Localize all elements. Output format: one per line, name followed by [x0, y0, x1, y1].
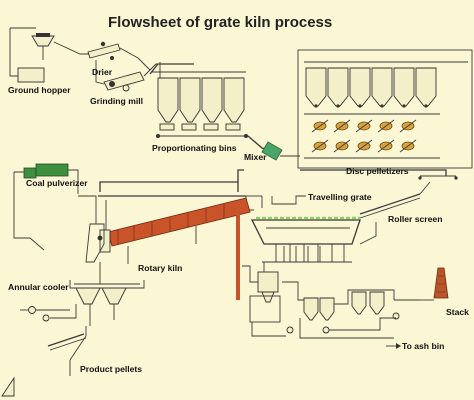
gas-ducting — [98, 169, 306, 230]
label-disc-pelletizers: Disc pelletizers — [346, 166, 409, 176]
pelletizer-bins — [304, 61, 468, 108]
mixer — [247, 135, 300, 161]
coal-pulverizer — [13, 163, 79, 251]
label-coal-pulverizer: Coal pulverizer — [26, 178, 88, 188]
travelling-grate — [250, 216, 361, 263]
label-grinding-mill: Grinding mill — [90, 96, 143, 106]
label-mixer: Mixer — [244, 152, 267, 162]
roller-screen — [359, 181, 431, 245]
pellet-conveyor — [300, 169, 447, 176]
label-drier: Drier — [92, 67, 113, 77]
gas-cleaning-system — [242, 246, 420, 339]
disc-pelletizers — [304, 113, 440, 159]
drier — [87, 41, 151, 71]
rotary-kiln — [99, 197, 251, 264]
annular-cooler — [69, 262, 145, 326]
proportionating-bins — [152, 71, 248, 138]
ground-hopper — [9, 27, 96, 83]
stack — [420, 267, 449, 301]
label-rotary-kiln: Rotary kiln — [138, 263, 182, 273]
product-pellet-conveyor — [47, 326, 87, 376]
label-travelling-grate: Travelling grate — [308, 192, 372, 202]
label-ground-hopper: Ground hopper — [8, 85, 71, 95]
cooler-fans — [20, 304, 77, 322]
label-product-pellets: Product pellets — [80, 364, 142, 374]
kiln-firing-hood — [78, 195, 105, 263]
label-stack: Stack — [446, 307, 469, 317]
pelletizer-enclosure — [297, 49, 473, 169]
bin-feed-conveyor — [149, 63, 194, 75]
label-annular-cooler: Annular cooler — [8, 282, 69, 292]
diagram-title: Flowsheet of grate kiln process — [108, 14, 332, 31]
label-proportionating-bins: Proportionating bins — [152, 143, 237, 153]
label-to-ash-bin: To ash bin — [402, 341, 444, 351]
label-roller-screen: Roller screen — [388, 214, 442, 224]
product-pellet-pile — [1, 376, 15, 397]
